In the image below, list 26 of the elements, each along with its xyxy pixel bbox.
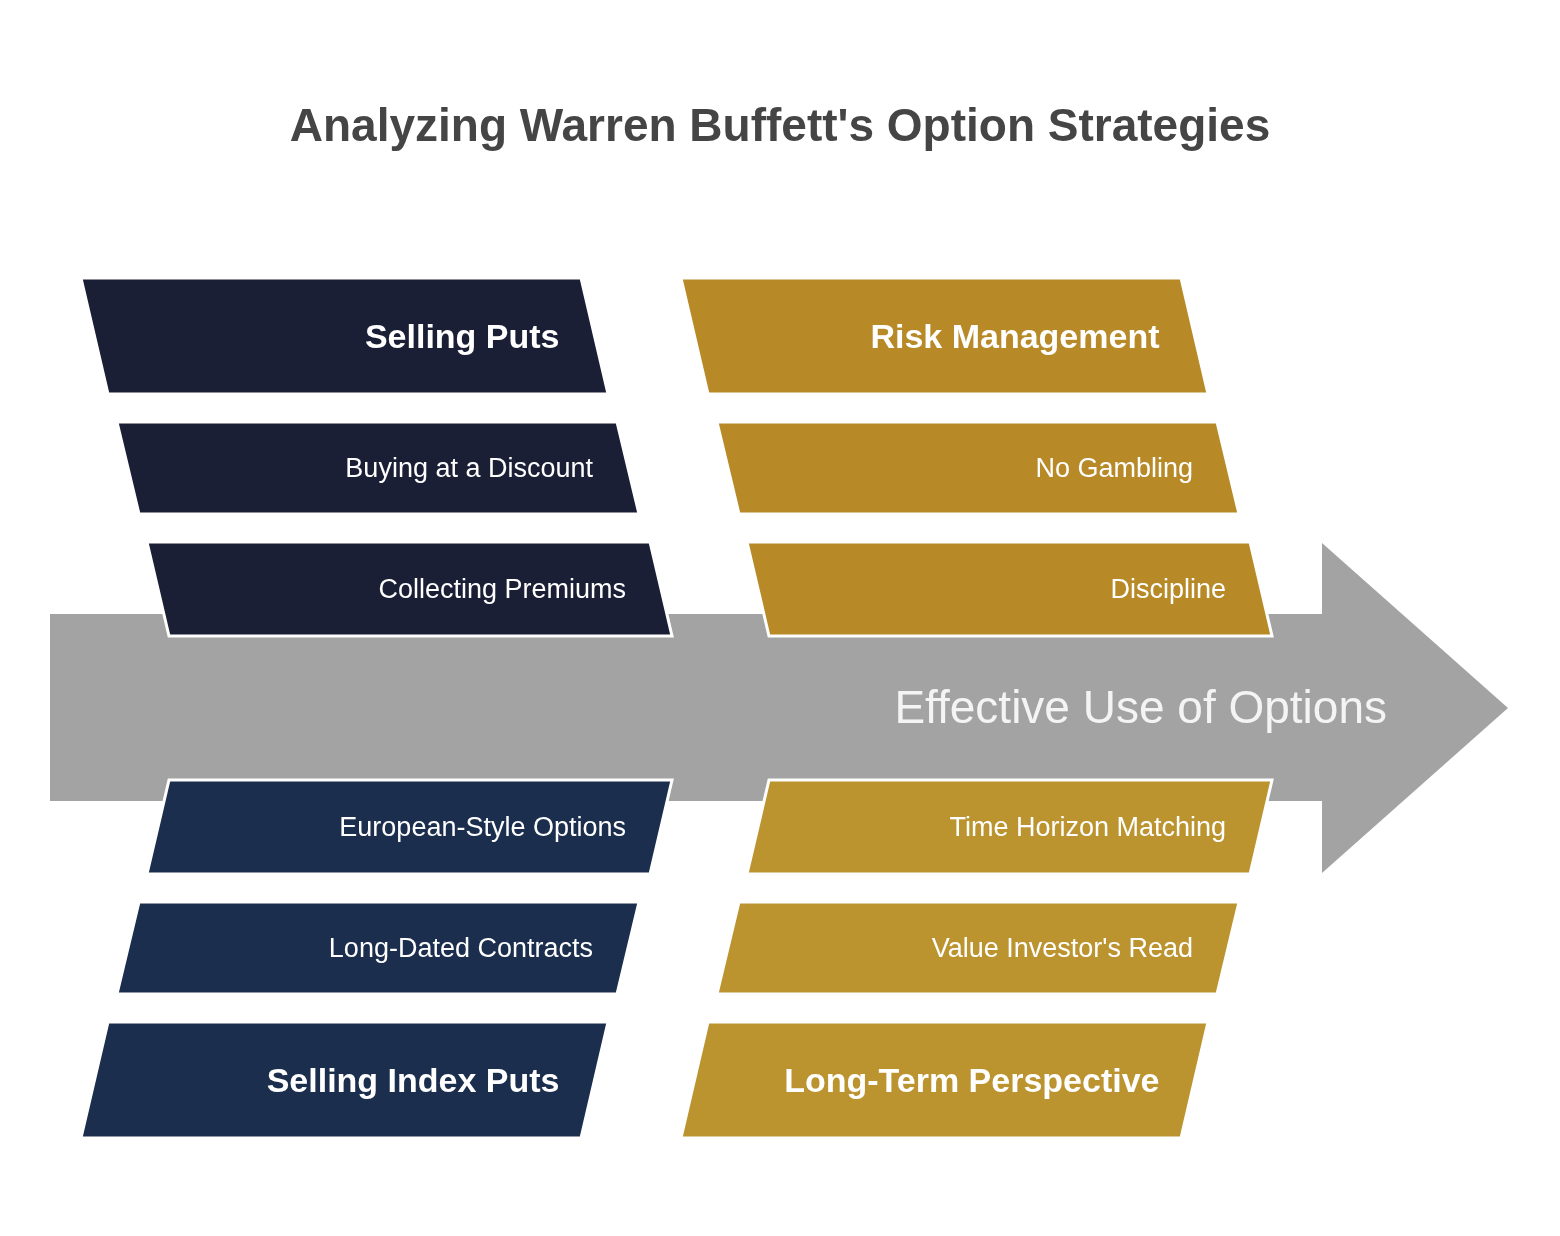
parallelogram-box: [117, 422, 639, 514]
parallelogram-box: [81, 1022, 608, 1138]
title: Analyzing Warren Buffett's Option Strategies: [288, 98, 1272, 152]
parallelogram-box: [147, 780, 672, 874]
parallelogram-box: [747, 542, 1272, 636]
parallelogram-box: [717, 902, 1239, 994]
item-text: No Gambling: [1035, 451, 1193, 485]
item-text: Buying at a Discount: [345, 451, 593, 485]
heading-text: Risk Management: [870, 315, 1160, 357]
item-text: Long-Dated Contracts: [328, 931, 593, 965]
parallelogram-box: [81, 278, 608, 394]
arrow-label: Effective Use of Options: [894, 680, 1387, 736]
parallelogram-box: [681, 1022, 1208, 1138]
parallelogram-box: [147, 542, 672, 636]
item-text: Time Horizon Matching: [949, 810, 1226, 844]
parallelogram-box: [117, 902, 639, 994]
heading-text: Selling Puts: [364, 315, 560, 357]
item-text: Value Investor's Read: [931, 931, 1193, 965]
item-text: European-Style Options: [339, 810, 626, 844]
heading-text: Long-Term Perspective: [784, 1059, 1160, 1101]
heading-text: Selling Index Puts: [266, 1059, 560, 1101]
parallelogram-box: [717, 422, 1239, 514]
item-text: Discipline: [1110, 572, 1226, 606]
parallelogram-box: [681, 278, 1208, 394]
parallelogram-box: [747, 780, 1272, 874]
item-text: Collecting Premiums: [378, 572, 626, 606]
